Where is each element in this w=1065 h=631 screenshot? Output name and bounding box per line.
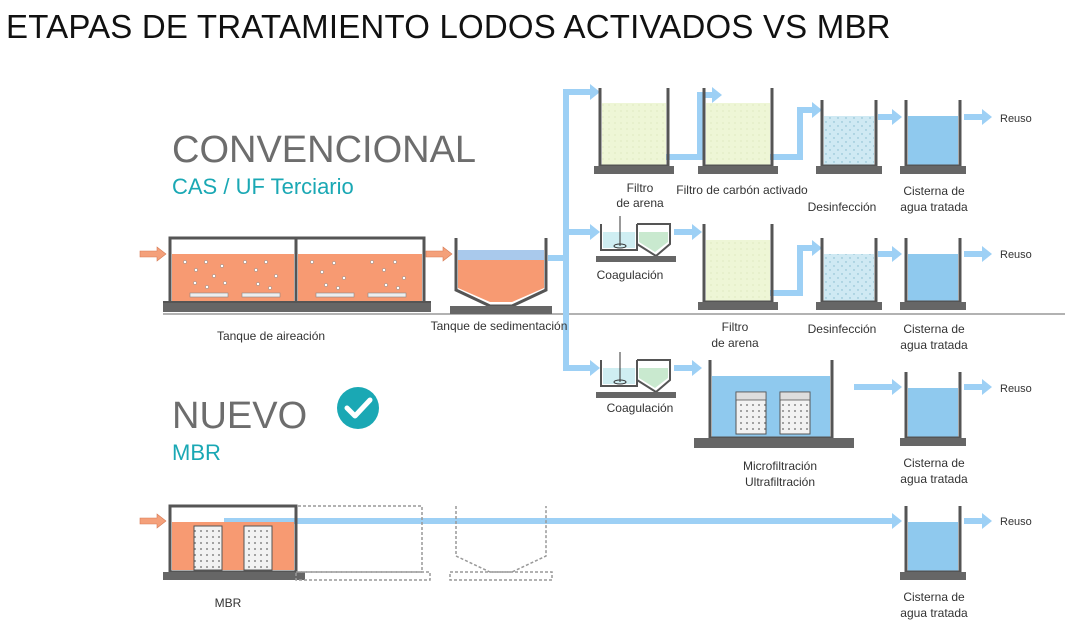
membrane-module-icon	[779, 391, 811, 435]
sedimentation-tank-label: Tanque de sedimentación	[431, 319, 568, 333]
sand-filter-2	[698, 224, 778, 310]
membrane-module-icon	[243, 525, 273, 571]
cistern-3-label: Cisterna de	[903, 456, 965, 470]
sedimentation-tank	[450, 238, 552, 314]
ultra-filtration-label: Ultrafiltración	[745, 475, 815, 489]
reuse-label-2: Reuso	[1000, 249, 1032, 261]
reuse-label-1: Reuso	[1000, 113, 1032, 125]
cistern-4	[900, 506, 966, 580]
flow-arrowheads	[590, 84, 992, 529]
coagulation-tank-2	[596, 352, 676, 398]
removed-aeration-tank	[295, 505, 431, 581]
mbr-label: MBR	[215, 596, 242, 610]
disinfection-2-label: Desinfección	[808, 322, 877, 336]
cistern-2	[900, 238, 966, 310]
sand-filter-1-label: Filtro	[627, 181, 654, 195]
inflow-arrows	[139, 246, 453, 529]
cistern-3-label-2: agua tratada	[900, 472, 968, 486]
disinfection-tank-2	[816, 238, 882, 310]
micro-filtration-label: Microfiltración	[743, 459, 817, 473]
cistern-3	[900, 372, 966, 446]
removed-sedimentation-tank	[449, 506, 553, 581]
disinfection-tank-1	[816, 100, 882, 174]
coagulation-tank-1	[596, 216, 676, 262]
check-circle-icon	[337, 387, 379, 429]
membrane-module-icon	[735, 391, 767, 435]
cistern-4-label: Cisterna de	[903, 590, 965, 604]
cistern-1	[900, 100, 966, 174]
coagulation-2-label: Coagulación	[607, 401, 674, 415]
sand-filter-2-label-2: de arena	[711, 336, 759, 350]
new-subheading: MBR	[172, 440, 221, 465]
cistern-1-label: Cisterna de	[903, 184, 965, 198]
disinfection-1-label: Desinfección	[808, 200, 877, 214]
page-title: ETAPAS DE TRATAMIENTO LODOS ACTIVADOS VS…	[6, 8, 891, 45]
conventional-heading: CONVENCIONAL	[172, 129, 476, 171]
cistern-2-label-2: agua tratada	[900, 338, 968, 352]
sand-filter-2-label: Filtro	[722, 320, 749, 334]
new-heading: NUEVO	[172, 395, 307, 437]
cistern-4-label-2: agua tratada	[900, 606, 968, 620]
mbr-tank	[163, 504, 305, 580]
cistern-2-label: Cisterna de	[903, 322, 965, 336]
sand-filter-1-label-2: de arena	[616, 196, 664, 210]
carbon-filter-label: Filtro de carbón activado	[676, 183, 808, 197]
conventional-subheading: CAS / UF Terciario	[172, 174, 354, 199]
reuse-label-3: Reuso	[1000, 383, 1032, 395]
sand-filter-1	[594, 88, 674, 174]
aeration-tank-label: Tanque de aireación	[217, 329, 325, 343]
membrane-module-icon	[193, 525, 223, 571]
membrane-tank	[694, 360, 854, 448]
cistern-1-label-2: agua tratada	[900, 200, 968, 214]
carbon-filter	[698, 88, 778, 174]
coagulation-1-label: Coagulación	[597, 268, 664, 282]
aeration-tank	[163, 236, 431, 312]
reuse-label-4: Reuso	[1000, 516, 1032, 528]
